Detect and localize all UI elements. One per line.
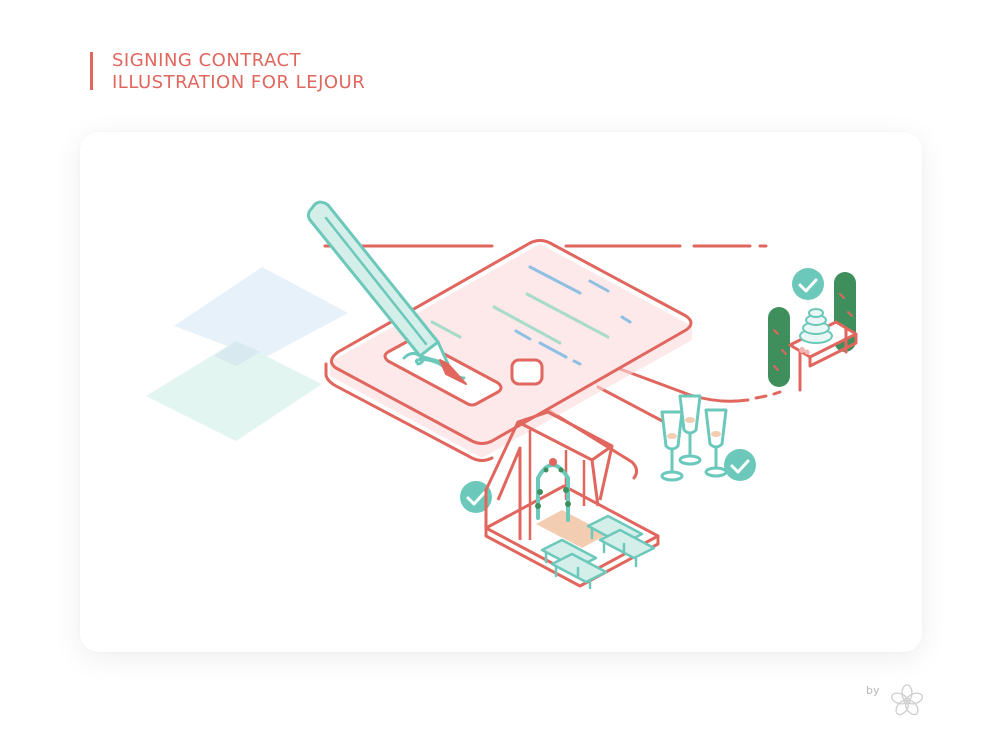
title-line-2: ILLUSTRATION FOR LEJOUR <box>112 72 366 93</box>
background-sheets <box>146 267 348 441</box>
contract-document-icon <box>324 239 693 462</box>
page-title: SIGNING CONTRACT ILLUSTRATION FOR LEJOUR <box>90 50 365 94</box>
wedding-chapel-icon <box>484 410 660 590</box>
title-accent-bar <box>90 52 93 90</box>
flower-logo-icon <box>890 684 924 716</box>
pen-icon <box>306 200 467 385</box>
footer-credit: by <box>866 684 890 697</box>
footer-by-text: by <box>866 684 880 697</box>
champagne-liquid <box>667 417 721 439</box>
check-badge-icon <box>724 449 756 481</box>
check-badge-icon <box>792 268 824 300</box>
wedding-cake-icon <box>799 308 833 355</box>
champagne-glasses-icon <box>660 394 728 482</box>
check-badge-icon <box>460 481 492 513</box>
title-line-1: SIGNING CONTRACT <box>112 50 302 71</box>
